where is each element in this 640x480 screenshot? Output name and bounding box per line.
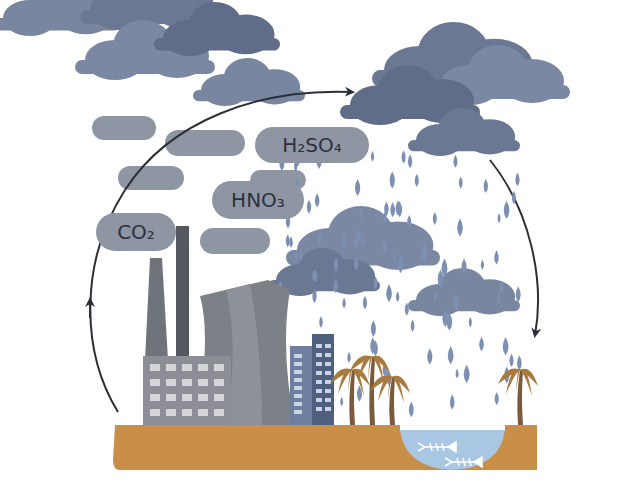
chemical-formula: H₂SO₄ [282,134,342,156]
cycle-arrowhead [89,300,91,318]
cloud [154,2,280,56]
dead-trees [330,356,538,425]
gas-cloud: HNO₃ [212,181,304,219]
fish-skeletons [418,442,482,467]
cycle-arrow [490,160,538,335]
gas-cloud: CO₂ [96,213,176,251]
factory [143,226,334,425]
cloud-group [0,0,570,316]
chemical-formula: HNO₃ [231,189,285,211]
ground [113,425,537,470]
gas-cloud: H₂SO₄ [255,127,369,163]
cloud [408,268,520,316]
polluted-water [400,430,505,470]
cloud [193,58,305,106]
chemical-formula: CO₂ [117,221,155,243]
cloud [408,108,520,156]
